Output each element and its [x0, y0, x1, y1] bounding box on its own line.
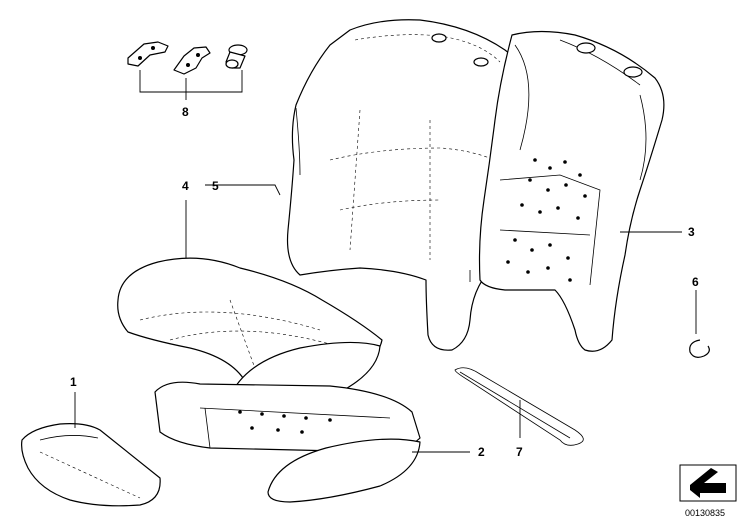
callout-8: 8	[182, 105, 189, 119]
bracket-part-a	[127, 41, 169, 67]
bracket-part-b	[173, 46, 211, 75]
front-cushion-part	[21, 423, 161, 507]
callout-6: 6	[692, 275, 699, 289]
callout-1: 1	[70, 375, 77, 389]
leader-8-bracket	[139, 70, 243, 93]
callout-2: 2	[478, 445, 485, 459]
backrest-cover-part	[286, 19, 522, 351]
callout-5: 5	[212, 179, 219, 193]
screw-part	[225, 44, 248, 69]
catalog-number: 00130835	[685, 508, 725, 518]
wire-part	[454, 367, 584, 446]
seat-cushion-part	[117, 257, 383, 405]
callout-4: 4	[182, 179, 189, 193]
leader-5	[205, 184, 281, 196]
callout-7: 7	[516, 445, 523, 459]
backrest-frame-part	[478, 30, 665, 352]
callout-3: 3	[688, 225, 695, 239]
arrow-down-left-icon	[679, 464, 737, 502]
seat-pan-part	[154, 381, 421, 503]
clip-part	[689, 339, 710, 358]
